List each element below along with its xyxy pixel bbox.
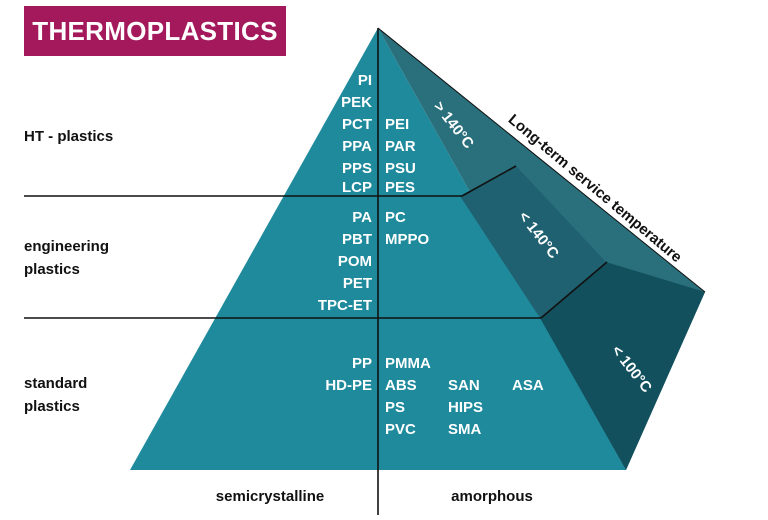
ht-semicrystalline-list: PI PEK PCT PPA PPS LCP — [341, 72, 372, 196]
tier-label-ht: HT - plastics — [24, 128, 113, 145]
material-label: SAN — [448, 377, 480, 394]
material-label: PCT — [342, 116, 372, 133]
material-label: LCP — [342, 179, 372, 196]
eng-amorphous-list: PC MPPO — [385, 209, 430, 248]
material-label: PES — [385, 179, 415, 196]
material-label: PSU — [385, 160, 416, 177]
std-amorphous-col3: ASA — [512, 377, 544, 394]
material-label: PPS — [342, 160, 372, 177]
material-label: ABS — [385, 377, 417, 394]
ht-amorphous-list: PEI PAR PSU PES — [385, 116, 416, 196]
bottom-label-semicrystalline: semicrystalline — [216, 488, 324, 505]
material-label: PPA — [342, 138, 372, 155]
divider-middle-side — [540, 261, 608, 319]
divider-top-side — [461, 165, 517, 197]
page-title: THERMOPLASTICS — [32, 15, 278, 46]
eng-semicrystalline-list: PA PBT POM PET TPC-ET — [318, 209, 372, 314]
material-label: PS — [385, 399, 405, 416]
pyramid-side-face-lower — [540, 262, 705, 470]
material-label: MPPO — [385, 231, 430, 248]
material-label: PEI — [385, 116, 409, 133]
material-label: PEK — [341, 94, 372, 111]
material-label: TPC-ET — [318, 297, 372, 314]
material-label: PET — [343, 275, 372, 292]
std-semicrystalline-list: PP HD-PE — [325, 355, 372, 394]
std-amorphous-col2: SAN HIPS SMA — [448, 377, 483, 438]
tier-label-standard-2: plastics — [24, 398, 80, 415]
bottom-label-amorphous: amorphous — [451, 488, 533, 505]
material-label: PI — [358, 72, 372, 89]
material-label: PMMA — [385, 355, 431, 372]
material-label: SMA — [448, 421, 482, 438]
title-banner: THERMOPLASTICS — [24, 6, 286, 56]
material-label: PC — [385, 209, 406, 226]
material-label: PP — [352, 355, 372, 372]
tier-label-engineering-1: engineering — [24, 238, 109, 255]
std-amorphous-col1: PMMA ABS PS PVC — [385, 355, 431, 438]
pyramid-right-edge — [377, 27, 706, 293]
tier-label-engineering-2: plastics — [24, 261, 80, 278]
material-label: HIPS — [448, 399, 483, 416]
material-label: POM — [338, 253, 372, 270]
material-label: PVC — [385, 421, 416, 438]
material-label: ASA — [512, 377, 544, 394]
material-label: HD-PE — [325, 377, 372, 394]
material-label: PAR — [385, 138, 416, 155]
tier-label-standard-1: standard — [24, 375, 87, 392]
material-label: PA — [352, 209, 372, 226]
material-label: PBT — [342, 231, 372, 248]
pyramid-side-face-middle — [460, 166, 606, 318]
